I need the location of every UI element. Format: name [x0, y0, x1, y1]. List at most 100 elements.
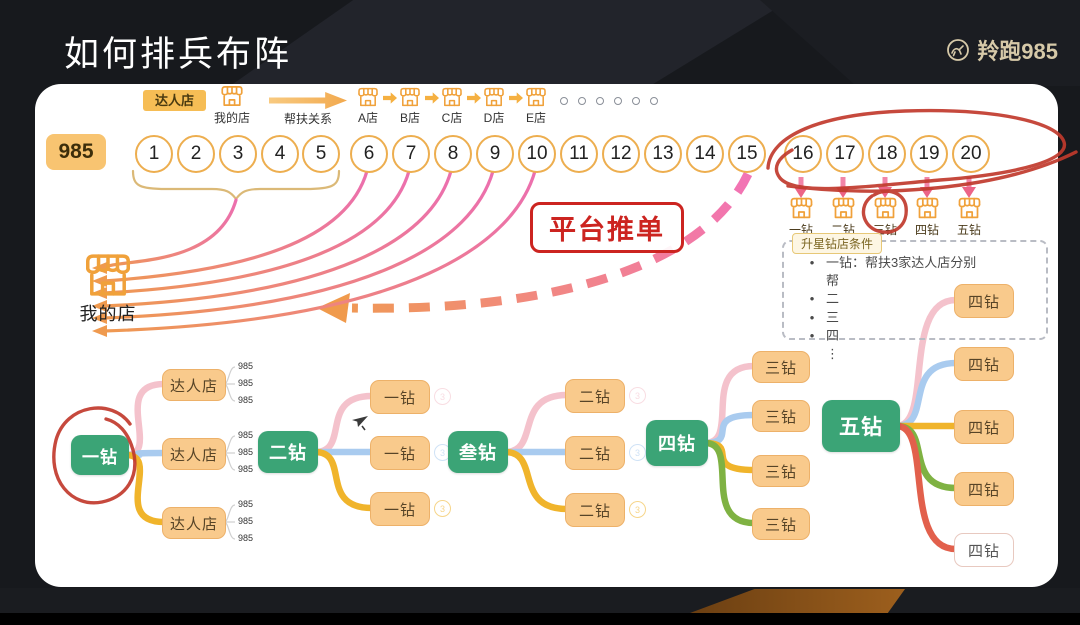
sub-label-985: 985 — [238, 464, 254, 474]
mindmap-child-node: 四钻 — [954, 410, 1014, 444]
brand-logo-text: 羚跑985 — [977, 39, 1058, 64]
star-store-label: 四钻 — [914, 223, 939, 237]
number-circle: 10 — [518, 135, 556, 173]
sub-label-985: 985 — [238, 447, 254, 457]
mindmap-parent-node: 一钻 — [71, 435, 129, 475]
mindmap-parent-node: 五钻 — [822, 400, 900, 452]
star-store: 三钻 — [861, 196, 909, 238]
chain-store-label: D店 — [483, 111, 505, 125]
bullet-dot — [806, 272, 818, 290]
bullet-dot: • — [809, 327, 815, 343]
store-icon — [482, 86, 506, 108]
my-store-main: 我的店 — [76, 250, 140, 326]
chain-store: A店 — [346, 86, 390, 126]
number-circle: 6 — [350, 135, 388, 173]
ellipsis-dot — [632, 97, 640, 105]
mindmap-child-node: 一钻 — [370, 380, 430, 414]
number-circle: 9 — [476, 135, 514, 173]
number-circle: 16 — [784, 135, 822, 173]
mindmap-child-node: 三钻 — [752, 400, 810, 432]
my-store-top-label: 我的店 — [213, 111, 250, 125]
child-count-badge: 3 — [434, 388, 451, 405]
condition-text: 三 — [826, 309, 840, 325]
star-store: 二钻 — [819, 196, 867, 238]
number-circle: 2 — [177, 135, 215, 173]
chain-store-label: E店 — [525, 111, 546, 125]
store-icon — [830, 196, 857, 220]
sub-label-985: 985 — [238, 378, 254, 388]
mindmap-child-node: 三钻 — [752, 455, 810, 487]
mindmap-child-node: 二钻 — [565, 379, 625, 413]
sub-label-985: 985 — [238, 430, 254, 440]
child-count-badge: 3 — [434, 500, 451, 517]
mindmap-parent-node: 四钻 — [646, 420, 708, 466]
condition-text: 一钻：帮扶3家达人店分别 — [826, 255, 977, 270]
store-icon — [398, 86, 422, 108]
expert-store-badge: 达人店 — [143, 90, 207, 111]
bullet-dot: • — [809, 291, 815, 307]
store-icon — [219, 84, 245, 108]
bullet-dot: • — [809, 309, 815, 325]
number-circle: 8 — [434, 135, 472, 173]
mindmap-child-node: 一钻 — [370, 492, 430, 526]
relation-label: 帮扶关系 — [283, 112, 332, 126]
condition-bullet: • 一钻：帮扶3家达人店分别 — [806, 254, 977, 272]
number-circle: 7 — [392, 135, 430, 173]
store-icon — [788, 196, 815, 220]
condition-bullet: •二 — [806, 290, 976, 308]
mindmap-parent-node: 二钻 — [258, 431, 318, 473]
star-store: 一钻 — [777, 196, 825, 238]
condition-bullet: •四 — [806, 327, 976, 345]
mindmap-child-node: 达人店 — [162, 507, 226, 539]
sub-label-985: 985 — [238, 533, 254, 543]
number-circle: 11 — [560, 135, 598, 173]
mindmap-child-node: 三钻 — [752, 508, 810, 540]
number-circle: 1 — [135, 135, 173, 173]
my-store-main-icon — [81, 250, 135, 300]
number-circle: 3 — [219, 135, 257, 173]
number-circle: 18 — [868, 135, 906, 173]
chain-store-label: C店 — [441, 111, 463, 125]
upgrade-condition-title: 升星钻店条件 — [792, 233, 883, 254]
child-count-badge: 3 — [629, 387, 646, 404]
background-black-bar — [0, 613, 1080, 625]
condition-bullet: •三 — [806, 309, 976, 327]
store-icon — [914, 196, 941, 220]
chain-arrow-icon — [467, 92, 481, 104]
sub-label-985: 985 — [238, 499, 254, 509]
chain-arrow-icon — [509, 92, 523, 104]
bullet-dot: • — [809, 255, 815, 270]
page-title: 如何排兵布阵 — [64, 35, 293, 74]
badge-985: 985 — [46, 134, 106, 170]
mindmap-child-node: 四钻 — [954, 533, 1014, 567]
relation-arrow: 帮扶关系 — [266, 92, 350, 127]
upgrade-condition-list: •一钻：帮扶3家达人店分别帮•二•三•四⋮ — [806, 254, 977, 363]
relation-arrow-icon — [269, 92, 347, 109]
number-circle: 17 — [826, 135, 864, 173]
store-icon — [440, 86, 464, 108]
chain-arrow-icon — [425, 92, 439, 104]
chain-store: B店 — [388, 86, 432, 126]
store-icon — [524, 86, 548, 108]
condition-bullet: ⋮ — [806, 345, 976, 363]
background-bottom-band — [0, 588, 1080, 615]
star-store: 五钻 — [945, 196, 993, 238]
condition-text: 二 — [826, 291, 840, 307]
number-circle: 19 — [910, 135, 948, 173]
mindmap-child-node: 三钻 — [752, 351, 810, 383]
number-circle: 13 — [644, 135, 682, 173]
mindmap-child-node: 二钻 — [565, 493, 625, 527]
chain-store: D店 — [472, 86, 516, 126]
chain-store-label: A店 — [357, 111, 378, 125]
number-circle: 5 — [302, 135, 340, 173]
antelope-icon — [947, 39, 970, 61]
chain-store: C店 — [430, 86, 474, 126]
child-count-badge: 3 — [629, 501, 646, 518]
my-store-top: 我的店 — [204, 84, 260, 126]
star-store-label: 五钻 — [956, 223, 981, 237]
condition-text: ⋮ — [826, 345, 839, 361]
sub-label-985: 985 — [238, 395, 254, 405]
number-circle: 20 — [952, 135, 990, 173]
condition-text: 帮 — [826, 273, 840, 289]
platform-push-label: 平台推单 — [530, 202, 684, 253]
